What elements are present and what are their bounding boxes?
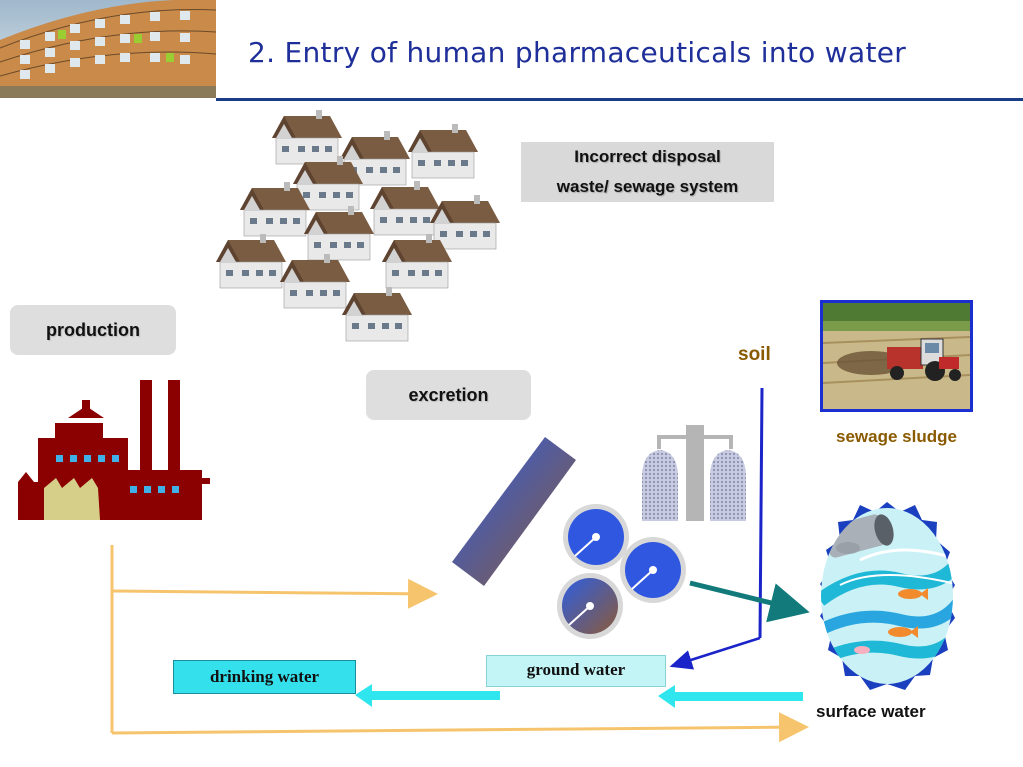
tractor-field-photo [820, 300, 973, 412]
treatment-to-surface-arrow [689, 580, 810, 623]
header-divider [216, 98, 1023, 101]
clarifier-tank [557, 573, 623, 639]
page-title: 2. Entry of human pharmaceuticals into w… [248, 36, 907, 69]
building-photo [0, 0, 216, 98]
groundwater-to-drinking-arrow [355, 684, 500, 707]
sedimentation-tank [452, 437, 576, 586]
incorrect-disposal-line1: Incorrect disposal [574, 147, 721, 166]
surface-water-label: surface water [816, 702, 926, 721]
drinking-water-box: drinking water [173, 660, 356, 694]
digester-tanks [642, 425, 746, 521]
ground-water-box: ground water [486, 655, 666, 687]
clarifier-tank [563, 504, 629, 570]
production-label: production [10, 305, 176, 355]
soil-label: soil [738, 344, 771, 365]
excretion-label: excretion [366, 370, 531, 420]
soil-to-groundwater-arrow [669, 387, 764, 670]
clarifier-tank [620, 537, 686, 603]
production-flow-arrow [110, 545, 809, 743]
sewage-sludge-label: sewage sludge [836, 427, 957, 446]
incorrect-disposal-line2: waste/ sewage system [556, 177, 739, 196]
incorrect-disposal-label: Incorrect disposal waste/ sewage system [521, 142, 774, 202]
surface-to-groundwater-arrow [658, 685, 803, 708]
